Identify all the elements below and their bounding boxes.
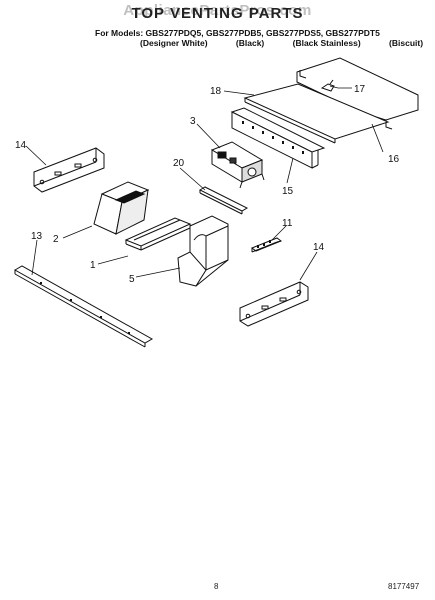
callout-labels: 18 17 16 3 15 20 14 2 1 13 5 11 14: [15, 84, 400, 285]
part-5-duct-housing: [177, 215, 229, 287]
callout-14-lower: 14: [313, 242, 325, 253]
page-number: 8: [214, 582, 219, 591]
finish-biscuit: (Biscuit): [389, 38, 424, 48]
models-line: For Models: GBS277PDQ5, GBS277PDB5, GBS2…: [95, 28, 380, 38]
document-number: 8177497: [388, 582, 420, 591]
finish-black: (Black): [235, 38, 265, 48]
callout-16: 16: [388, 154, 400, 165]
part-14-side-bracket-left: [33, 147, 105, 193]
callout-11: 11: [282, 218, 293, 229]
callout-1: 1: [90, 260, 96, 271]
leader-lines: [25, 85, 384, 281]
callout-14-upper: 14: [15, 140, 27, 151]
finish-designer-white: (Designer White): [140, 38, 208, 48]
callout-3: 3: [190, 116, 196, 127]
part-1-duct-plate: [124, 217, 192, 251]
watermark: AppliancePartsPros.com: [123, 2, 312, 19]
part-14-side-bracket-right: [239, 281, 309, 327]
callout-15: 15: [282, 186, 294, 197]
finishes-line: (Designer White) (Black) (Black Stainles…: [140, 38, 435, 48]
part-15-mounting-bracket: [230, 107, 326, 169]
callout-13: 13: [31, 231, 43, 242]
part-11-clip: [250, 237, 283, 253]
callout-5: 5: [129, 274, 135, 285]
callout-17: 17: [354, 84, 366, 95]
part-13-trim-strip: [13, 265, 154, 348]
part-2-duct: [93, 181, 150, 235]
callout-18: 18: [210, 86, 222, 97]
callout-20: 20: [173, 158, 185, 169]
callout-2: 2: [53, 234, 59, 245]
part-18-baffle-plate: [243, 83, 390, 144]
part-20-strip: [198, 186, 249, 215]
part-16-top-panel: [296, 57, 419, 130]
finish-black-stainless: (Black Stainless): [292, 38, 361, 48]
page-title: TOP VENTING PARTS: [131, 5, 304, 22]
part-3-fan-motor-assembly: [210, 141, 265, 189]
